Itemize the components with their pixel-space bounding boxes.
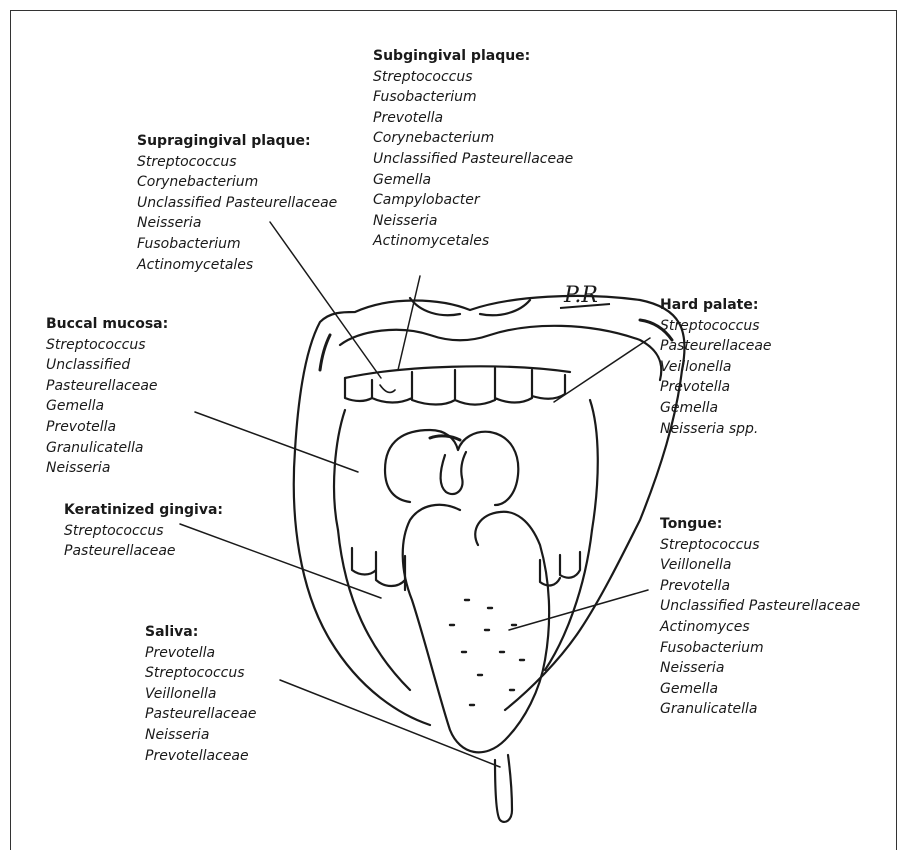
label-item: Granulicatella	[46, 438, 168, 459]
pointer-hard-palate	[554, 338, 650, 402]
label-item: Pasteurellaceae	[660, 336, 772, 357]
label-item: Veillonella	[660, 555, 860, 576]
label-item: Veillonella	[145, 684, 257, 705]
pointer-buccal	[195, 412, 358, 472]
label-title: Supragingival plaque:	[137, 131, 337, 152]
label-hard-palate: Hard palate: Streptococcus Pasteurellace…	[660, 295, 772, 439]
label-buccal-mucosa: Buccal mucosa: Streptococcus Unclassifie…	[46, 314, 168, 479]
label-item: Streptococcus	[660, 535, 860, 556]
label-item: Actinomycetales	[373, 231, 573, 252]
label-item: Streptococcus	[137, 152, 337, 173]
label-title: Saliva:	[145, 622, 257, 643]
outer-lips	[294, 296, 685, 725]
signature: P.R	[563, 283, 598, 308]
label-item: Neisseria	[137, 213, 337, 234]
label-item: Fusobacterium	[137, 234, 337, 255]
label-item: Streptococcus	[46, 335, 168, 356]
label-title: Keratinized gingiva:	[64, 500, 223, 521]
label-item: Prevotella	[660, 377, 772, 398]
label-item: Veillonella	[660, 357, 772, 378]
label-title: Hard palate:	[660, 295, 772, 316]
label-item: Fusobacterium	[660, 638, 860, 659]
label-title: Buccal mucosa:	[46, 314, 168, 335]
label-item: Neisseria	[660, 658, 860, 679]
label-item: Gemella	[660, 398, 772, 419]
label-item: Prevotella	[145, 643, 257, 664]
label-saliva: Saliva: Prevotella Streptococcus Veillon…	[145, 622, 257, 766]
label-item: Unclassified	[46, 355, 168, 376]
label-item: Gemella	[660, 679, 860, 700]
oral-cavity	[334, 400, 598, 530]
label-item: Unclassified Pasteurellaceae	[373, 149, 573, 170]
label-item: Granulicatella	[660, 699, 860, 720]
label-item: Streptococcus	[660, 316, 772, 337]
label-item: Prevotella	[46, 417, 168, 438]
saliva-drip	[495, 755, 512, 822]
label-item: Streptococcus	[145, 663, 257, 684]
label-item: Pasteurellaceae	[46, 376, 168, 397]
label-title: Subgingival plaque:	[373, 46, 573, 67]
pointer-saliva	[280, 680, 500, 767]
label-item: Prevotella	[373, 108, 573, 129]
label-subgingival: Subgingival plaque: Streptococcus Fusoba…	[373, 46, 573, 252]
uvula	[441, 452, 466, 494]
label-item: Gemella	[373, 170, 573, 191]
label-tongue: Tongue: Streptococcus Veillonella Prevot…	[660, 514, 860, 720]
label-item: Actinomycetales	[137, 255, 337, 276]
label-item: Prevotella	[660, 576, 860, 597]
label-item: Prevotellaceae	[145, 746, 257, 767]
label-item: Actinomyces	[660, 617, 860, 638]
label-item: Unclassified Pasteurellaceae	[137, 193, 337, 214]
tongue	[403, 505, 549, 753]
pointer-subgingival	[398, 276, 420, 370]
label-item: Corynebacterium	[137, 172, 337, 193]
label-item: Corynebacterium	[373, 128, 573, 149]
label-item: Gemella	[46, 396, 168, 417]
label-item: Pasteurellaceae	[145, 704, 257, 725]
label-supragingival: Supragingival plaque: Streptococcus Cory…	[137, 131, 337, 275]
label-item: Unclassified Pasteurellaceae	[660, 596, 860, 617]
label-item: Pasteurellaceae	[64, 541, 223, 562]
label-keratinized-gingiva: Keratinized gingiva: Streptococcus Paste…	[64, 500, 223, 562]
label-item: Neisseria	[145, 725, 257, 746]
label-item: Neisseria	[46, 458, 168, 479]
label-item: Neisseria	[373, 211, 573, 232]
label-item: Neisseria spp.	[660, 419, 772, 440]
label-item: Streptococcus	[64, 521, 223, 542]
label-item: Campylobacter	[373, 190, 573, 211]
label-item: Streptococcus	[373, 67, 573, 88]
label-title: Tongue:	[660, 514, 860, 535]
label-item: Fusobacterium	[373, 87, 573, 108]
